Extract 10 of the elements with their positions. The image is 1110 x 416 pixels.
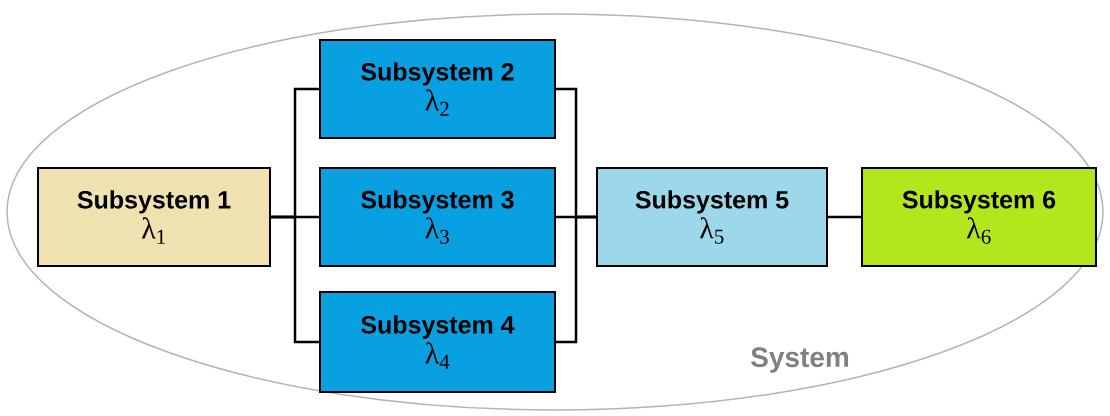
connector-line <box>828 215 861 219</box>
subsystem-box: Subsystem 2 λ$_{2}$ <box>319 39 556 139</box>
system-label: System <box>751 347 849 373</box>
subsystem-box: Subsystem 6 λ$_{6}$ <box>861 167 1097 267</box>
connector-line <box>271 215 319 344</box>
connector-line <box>556 215 596 344</box>
subsystem-box: Subsystem 4 λ$_{4}$ <box>319 291 556 393</box>
subsystem-box: Subsystem 1 λ$_{1}$ <box>37 167 271 267</box>
subsystem-box: Subsystem 3 λ$_{3}$ <box>319 167 556 267</box>
subsystem-box: Subsystem 5 λ$_{5}$ <box>596 167 828 267</box>
